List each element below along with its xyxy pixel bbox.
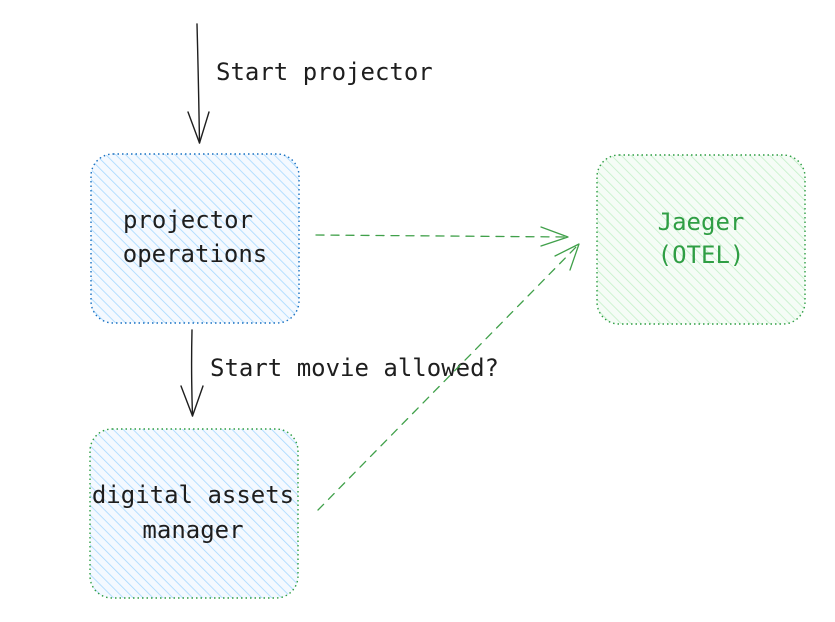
start-movie-allowed-line <box>190 329 194 417</box>
start-projector-line <box>196 23 201 144</box>
digital-assets-manager-label-line2: manager <box>142 516 243 544</box>
telemetry-line-projector <box>315 234 569 238</box>
start-projector-arrowhead <box>187 111 210 144</box>
telemetry-arrow-from-dam <box>317 243 580 511</box>
projector-operations-label-line1: projector <box>123 206 253 234</box>
digital-assets-manager-box <box>89 428 299 599</box>
telemetry-line-dam <box>317 243 580 511</box>
telemetry-arrowhead-projector <box>540 226 569 247</box>
jaeger-label-line2: (OTEL) <box>658 241 745 269</box>
start-movie-allowed-arrow: Start movie allowed? <box>180 329 499 417</box>
telemetry-arrowhead-dam <box>554 243 580 271</box>
digital-assets-manager-node[interactable]: digital assets manager <box>89 428 299 599</box>
digital-assets-manager-label-line1: digital assets <box>92 481 294 509</box>
projector-operations-box <box>90 153 300 324</box>
jaeger-otel-box <box>596 154 806 325</box>
telemetry-arrow-from-projector <box>315 226 569 247</box>
projector-operations-node[interactable]: projector operations <box>90 153 300 324</box>
start-projector-label: Start projector <box>216 58 433 86</box>
jaeger-otel-node[interactable]: Jaeger (OTEL) <box>596 154 806 325</box>
projector-operations-label-line2: operations <box>123 240 268 268</box>
start-movie-allowed-label: Start movie allowed? <box>210 354 499 382</box>
start-projector-arrow: Start projector <box>187 23 433 144</box>
jaeger-label-line1: Jaeger <box>658 208 745 236</box>
start-movie-allowed-arrowhead <box>180 385 204 417</box>
